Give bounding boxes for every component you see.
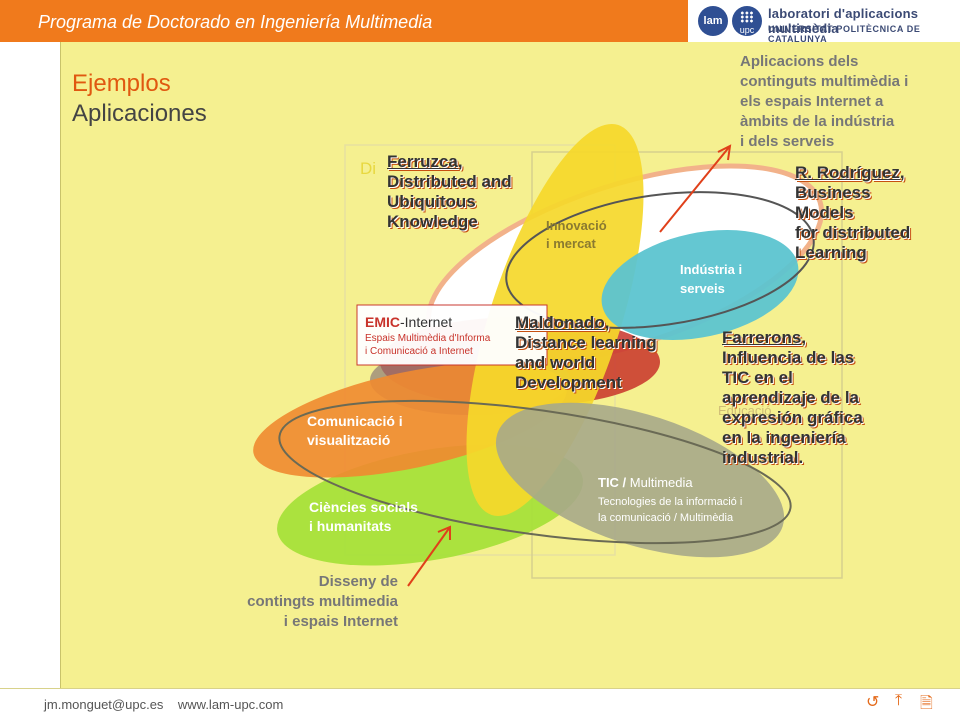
outline-ellipse-top [505, 191, 815, 329]
arrow-bottom-line [407, 526, 451, 587]
reference-link-ferruzca[interactable]: Ferruzca [387, 152, 458, 171]
reference-line: TIC en el [722, 368, 793, 387]
lab-name: laboratori d'aplicacions multimèdia [768, 6, 919, 36]
reference-line: Influencia de las [722, 348, 855, 367]
reference-line: Distance learning [515, 333, 657, 352]
top-description-line: i dels serveis [740, 133, 835, 150]
reference-line: expresión gráfica [722, 408, 863, 427]
reference-line: Learning [795, 243, 867, 262]
reference-line: Business [795, 183, 871, 202]
arrow-bottom-head [437, 525, 451, 540]
page-subtitle: Aplicaciones [72, 100, 207, 127]
reference-farrerons: Farrerons, Influencia de las TIC en el a… [722, 328, 863, 467]
emic-title-rest: -Internet [400, 314, 452, 330]
top-description-line: àmbits de la indústria [740, 113, 895, 130]
home-icon[interactable]: ⤒ [895, 692, 903, 709]
label-industria-2: serveis [680, 281, 725, 296]
reference-link-maldonado[interactable]: Maldonado [515, 313, 605, 332]
reference-line: industrial. [722, 448, 804, 467]
footer-email[interactable]: jm.monguet@upc.es [44, 697, 164, 712]
footer [0, 688, 960, 721]
label-innovacio-2: i mercat [546, 236, 597, 251]
label-innovacio-1: Innovació [546, 218, 607, 233]
emic-title-bold: EMIC [365, 314, 400, 330]
page-title: Ejemplos [72, 70, 171, 97]
bottom-description-line: contingts multimedia [247, 593, 398, 610]
label-ciencies-1: Ciències socials [309, 499, 418, 515]
university-name: UNIVERSITAT POLITÈCNICA DE CATALUNYA [768, 24, 921, 44]
reference-maldonado: Maldonado, Distance learning and world D… [515, 313, 657, 392]
label-ciencies-2: i humanitats [309, 518, 392, 534]
label-comunicacio-1: Comunicació i [307, 413, 403, 429]
label-tic-line-1: Tecnologies de la informació i [598, 496, 742, 508]
ellipse-industria [601, 230, 799, 340]
upc-logo-icon: upc [732, 6, 762, 36]
reference-line: Knowledge [387, 212, 478, 231]
footer-contact: jm.monguet@upc.es www.lam-upc.com [44, 697, 283, 712]
bottom-description-line: Disseny de [318, 573, 398, 590]
emic-title: EMIC-Internet [365, 314, 452, 330]
top-description-line: els espais Internet a [740, 93, 884, 110]
header-bar: Programa de Doctorado en Ingeniería Mult… [0, 0, 688, 42]
reference-line: and world [515, 353, 596, 372]
label-tic-line-2: la comunicació / Multimèdia [598, 512, 734, 524]
footer-website[interactable]: www.lam-upc.com [177, 697, 284, 712]
lab-logo: lam upc laboratori d'aplicacions multimè… [690, 0, 960, 44]
upc-badge-text: upc [739, 25, 755, 35]
return-icon[interactable]: ↺ [866, 694, 880, 711]
frame-label: Di [360, 159, 376, 178]
label-comunicacio-2: visualització [307, 432, 390, 448]
program-title: Programa de Doctorado en Ingeniería Mult… [38, 12, 433, 32]
reference-link-farrerons[interactable]: Farrerons [722, 328, 802, 347]
label-faint: Educació [718, 403, 771, 418]
reference-rodriguez: R. Rodríguez, Business Models for distri… [795, 163, 911, 262]
top-description-line: Aplicacions dels [740, 53, 859, 70]
bottom-description: Disseny de contingts multimedia i espais… [180, 572, 398, 632]
reference-line: Distributed and [387, 172, 512, 191]
reference-link-rodriguez[interactable]: R. Rodríguez [795, 163, 900, 182]
reference-line: Models [795, 203, 854, 222]
arrow-top-head [717, 144, 732, 161]
arrow-top-line [659, 145, 731, 233]
label-tic-title: TIC / Multimedia [598, 475, 693, 490]
document-icon[interactable]: 🗎 [920, 695, 933, 712]
emic-line-1: Espais Multimèdia d'Informa [365, 333, 491, 344]
ellipse-tic [495, 402, 785, 558]
reference-line: for distributed [795, 223, 911, 242]
label-industria-1: Indústria i [680, 262, 742, 277]
arrows [407, 144, 732, 587]
emic-box [356, 304, 548, 366]
reference-line: aprendizaje de la [722, 388, 859, 407]
emic-line-2: i Comunicació a Internet [365, 346, 473, 357]
reference-line: en la ingeniería [722, 428, 846, 447]
bottom-description-line: i espais Internet [283, 613, 398, 630]
reference-line: Development [515, 373, 622, 392]
label-tic-bold: TIC / [598, 475, 627, 490]
label-tic-rest: Multimedia [626, 475, 693, 490]
top-description-line: continguts multimèdia i [740, 73, 909, 90]
reference-line: Ubiquitous [387, 192, 476, 211]
outline-ellipse-bottom [278, 399, 792, 545]
lam-logo-icon: lam [698, 6, 728, 36]
reference-ferruzca: Ferruzca, Distributed and Ubiquitous Kno… [387, 152, 512, 231]
top-description: Aplicacions dels continguts multimèdia i… [740, 52, 950, 152]
